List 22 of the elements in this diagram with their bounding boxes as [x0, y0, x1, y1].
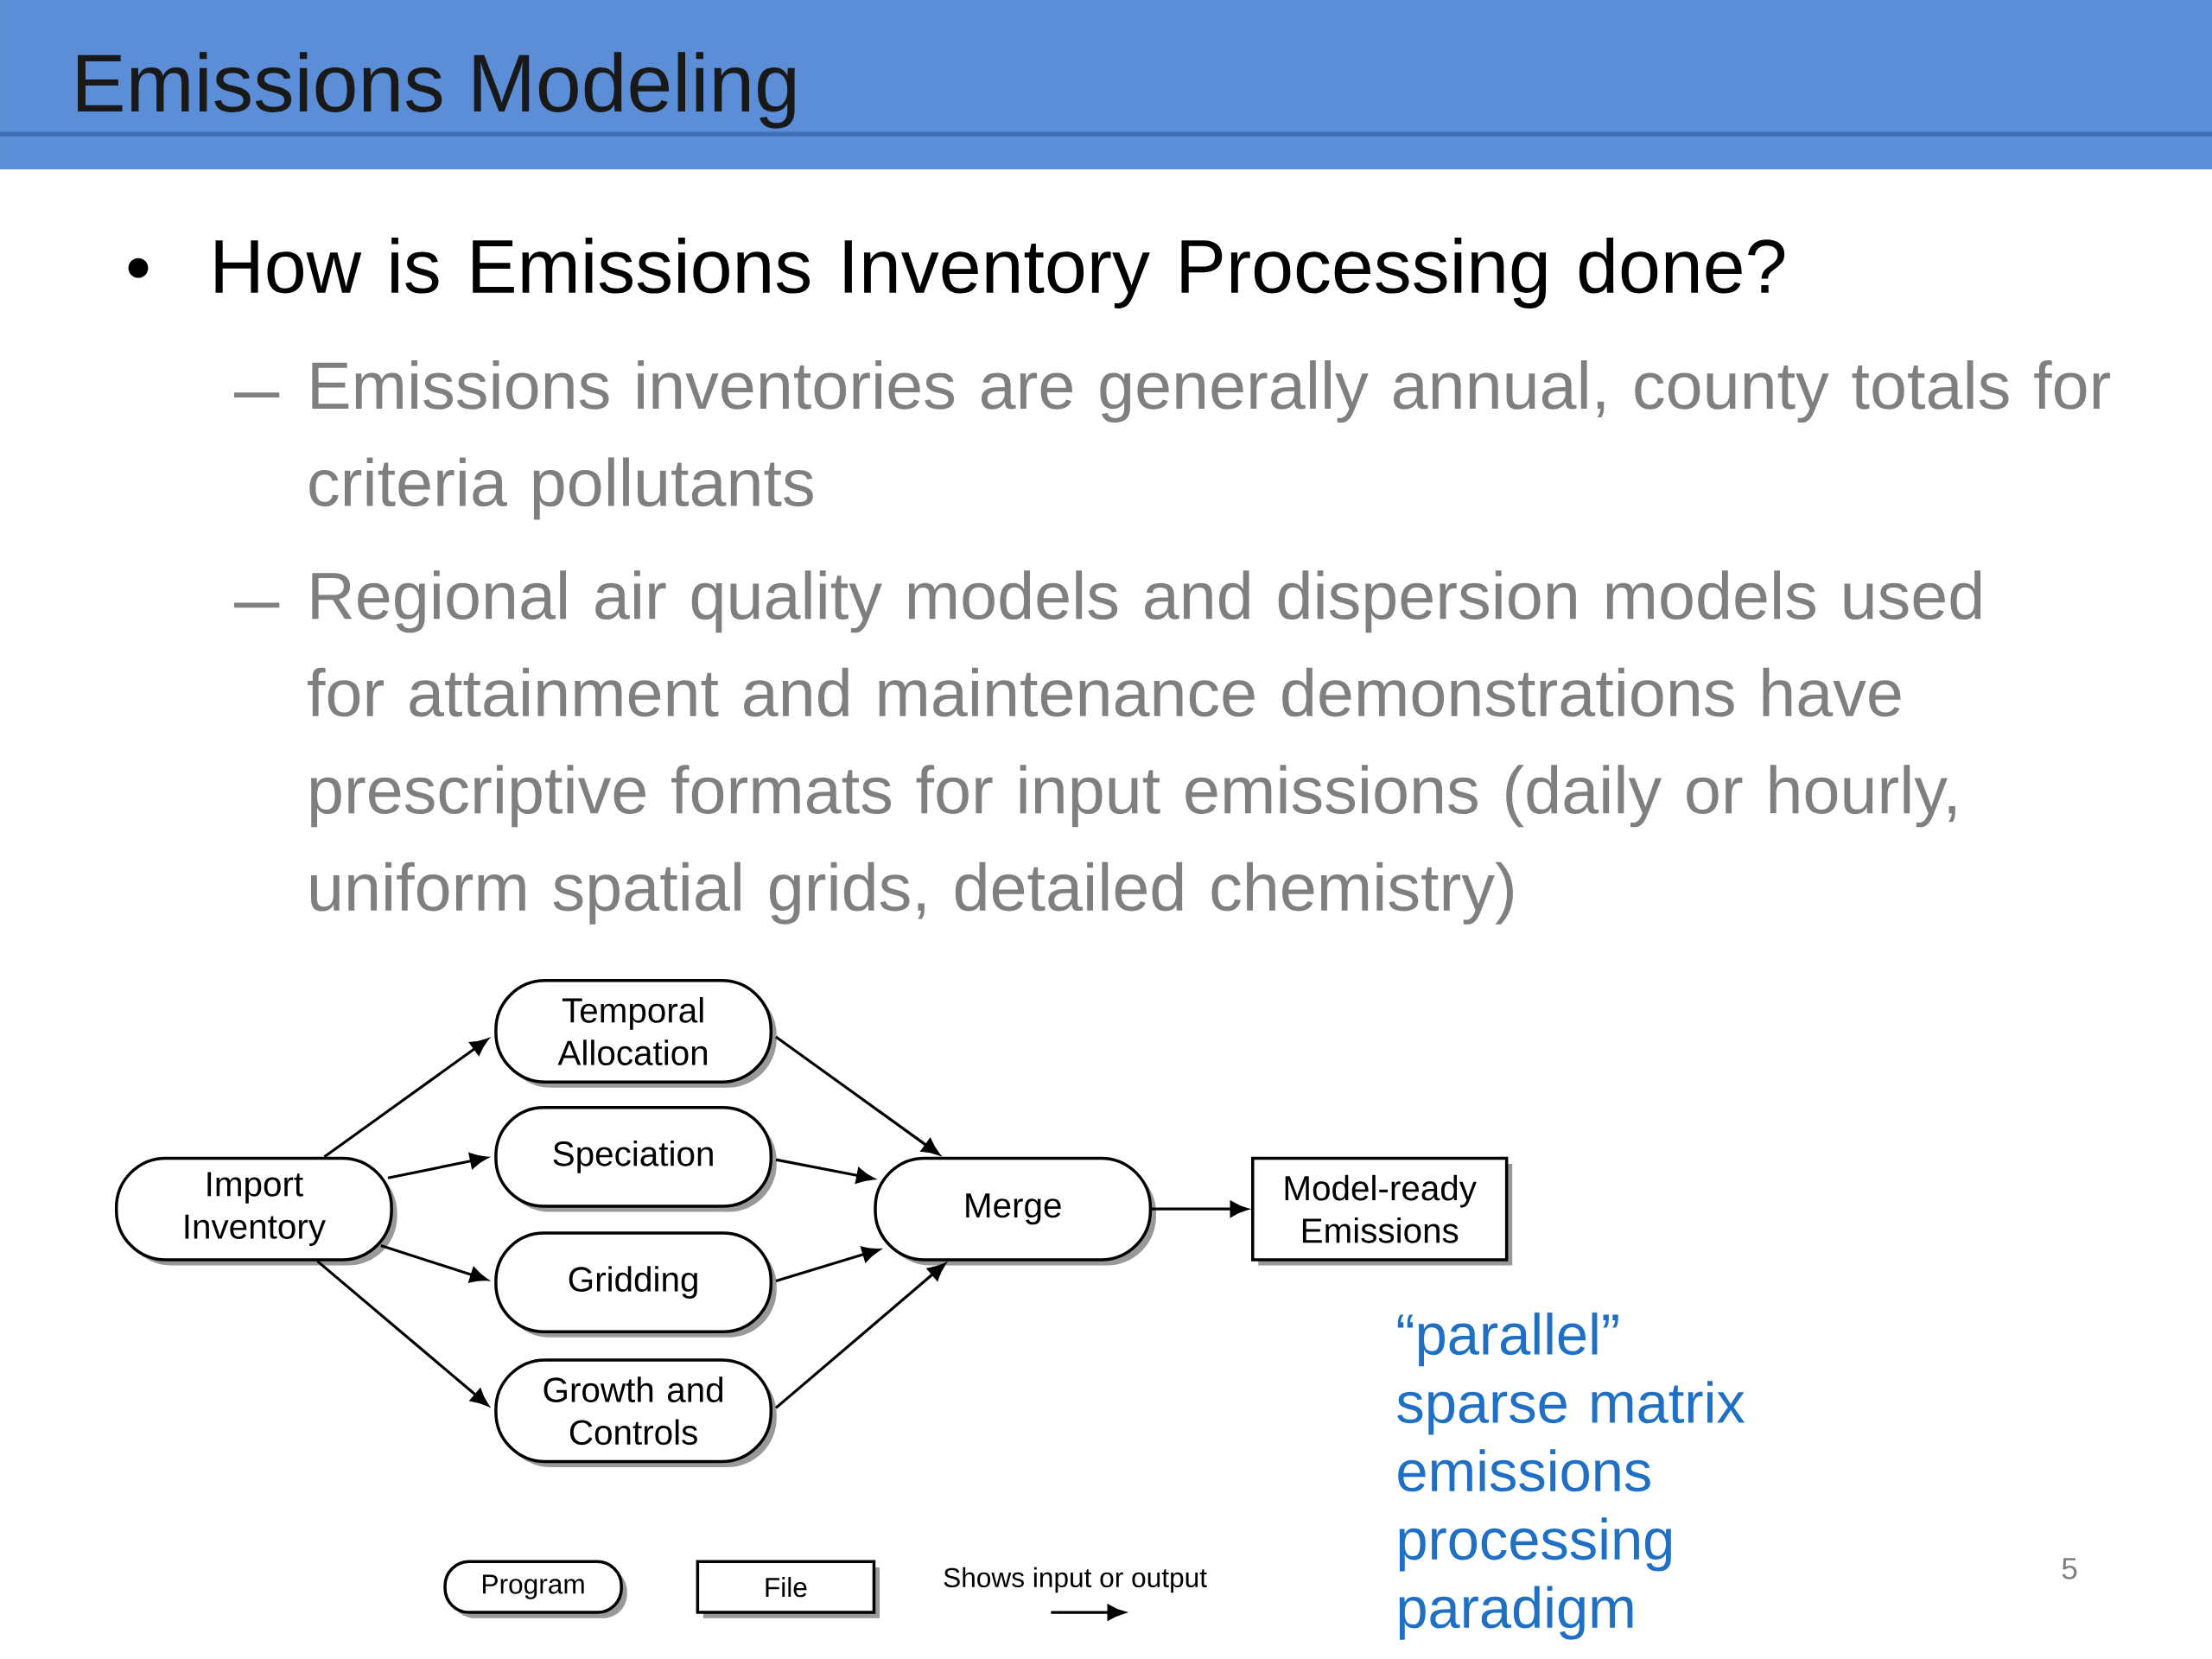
arrow: [775, 1262, 946, 1409]
page-number: 5: [2062, 1558, 2077, 1580]
arrow: [316, 1260, 489, 1407]
program-box: Temporal Allocation: [494, 978, 777, 1088]
legend-program-box: Program: [443, 1560, 627, 1618]
program-box: Import Inventory: [114, 1156, 397, 1266]
program-box: Gridding: [494, 1231, 777, 1338]
file-box: Model-ready Emissions: [1251, 1156, 1513, 1266]
note-text: “parallel” sparse matrix emissions processing paradigm: [1397, 1313, 1745, 1640]
legend-text: Shows input or output: [944, 1567, 1207, 1593]
arrow: [775, 1035, 940, 1155]
main-bullet-text: How is Emissions Inventory Processing done?: [215, 238, 1785, 308]
arrow: [775, 1246, 880, 1282]
slide-title: Emissions Modeling: [78, 52, 795, 129]
arrow: [323, 1038, 489, 1159]
sub-bullet-text: Emissions inventories are generally annual, county totals for criteria pollutants: [309, 359, 2111, 520]
sub-bullet-text: Regional air quality models and dispersion models used for attainment and maintenance demonstrations have prescriptive formats for input emissions (daily or hourly, uniform spatial grids, detailed chemistry): [308, 570, 1981, 925]
program-box: Merge: [874, 1156, 1156, 1266]
program-box: Growth and Controls: [494, 1358, 777, 1467]
arrow: [387, 1153, 488, 1179]
legend-file-box: File: [696, 1560, 880, 1618]
program-box: Speciation: [494, 1105, 777, 1212]
